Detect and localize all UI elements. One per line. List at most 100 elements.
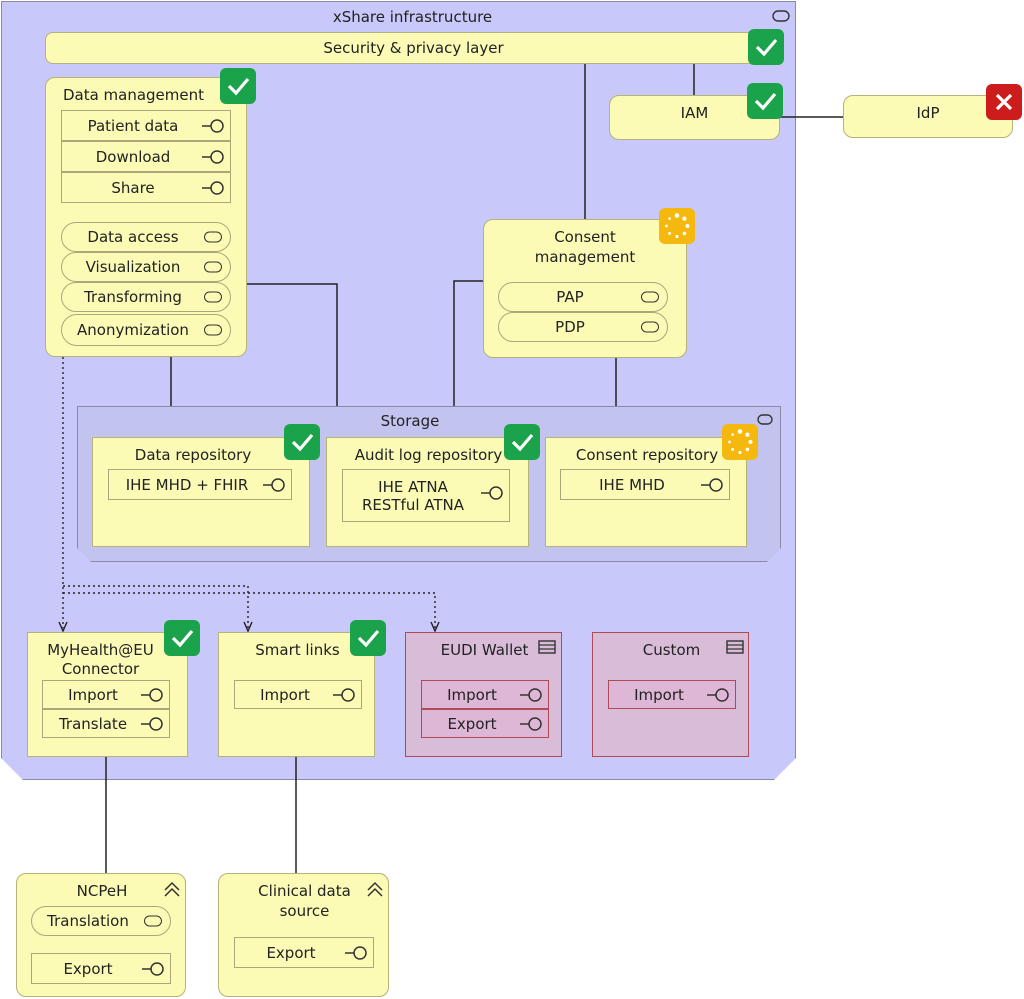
interface-icon [202,149,224,164]
data-object-icon [538,640,556,654]
service-visualization[interactable]: Visualization [61,252,231,282]
interface-export[interactable]: Export [234,937,374,968]
interface-label: IHE MHD [599,475,665,494]
interface-label: Export [266,943,316,962]
clinical-data-source-box[interactable]: Clinical data source [218,873,389,997]
consent-repo-status-spinner-icon [722,424,758,460]
myhealth-status-check-icon [164,620,200,656]
interface-icon [202,180,224,195]
service-icon [641,291,659,303]
idp-box[interactable]: IdP [843,95,1013,138]
security-label: Security & privacy layer [323,39,504,57]
service-label: Translation [47,912,129,930]
interface-label: Patient data [87,116,179,135]
interface-icon [345,945,367,960]
security-privacy-layer[interactable]: Security & privacy layer [45,32,782,64]
interface-label: Share [111,178,155,197]
consent-repo-title: Consent repository [575,446,719,464]
data-repo-status-check-icon [284,424,320,460]
custom-title: Custom [642,641,701,659]
audit-repo-title: Audit log repository [354,446,503,464]
interface-icon [481,486,503,500]
interface-label: Import [634,685,684,704]
service-icon [641,321,659,333]
service-icon [204,231,222,243]
interface-import[interactable]: Import [234,680,362,709]
service-label: Anonymization [77,321,189,339]
interface-icon [141,687,163,702]
consent-title-line1: Consent [554,228,616,246]
idp-status-cross-icon [986,84,1022,120]
interface-download[interactable]: Download [61,141,231,172]
audit-repo-status-check-icon [504,424,540,460]
data-management-title: Data management [62,86,205,104]
service-label: Visualization [85,258,181,276]
node-chevron-icon [164,881,180,897]
interface-icon [142,961,164,976]
interface-import[interactable]: Import [421,680,549,709]
infra-title: xShare infrastructure [332,8,493,26]
interface-import[interactable]: Import [42,680,170,709]
interface-label-line1: IHE ATNA [378,477,448,496]
interface-label: Export [63,959,113,978]
interface-icon [520,687,542,702]
data-management-status-check-icon [220,68,256,104]
interface-label: Translate [58,714,128,733]
data-object-icon [726,640,744,654]
interface-label: Export [447,714,497,733]
consent-status-spinner-icon [659,208,695,244]
interface-export[interactable]: Export [31,953,171,984]
service-data-access[interactable]: Data access [61,222,231,252]
interface-translate[interactable]: Translate [42,709,170,738]
interface-label: IHE MHD + FHIR [125,475,249,494]
consent-title-line2: management [534,248,636,266]
storage-cloud-icon [757,414,773,425]
infra-cloud-icon [772,10,790,22]
service-label: Data access [87,228,179,246]
service-transforming[interactable]: Transforming [61,282,231,312]
interface-icon [141,716,163,731]
service-label: Transforming [84,288,182,306]
service-icon [204,261,222,273]
service-translation[interactable]: Translation [31,906,171,936]
service-anonymization[interactable]: Anonymization [61,314,231,346]
service-pap[interactable]: PAP [498,282,668,312]
interface-icon [333,687,355,702]
interface-icon [701,477,723,492]
service-label: PDP [555,318,585,336]
clinical-title-line1: Clinical data [258,882,351,900]
interface-label: Import [260,685,310,704]
interface-label: Download [95,147,171,166]
interface-icon [263,477,285,492]
smartlinks-status-check-icon [350,620,386,656]
interface-export[interactable]: Export [421,709,549,738]
eudi-title: EUDI Wallet [440,641,529,659]
myhealth-title-line1: MyHealth@EU [47,641,154,659]
service-icon [204,324,222,336]
interface-ihe-mhd-fhir[interactable]: IHE MHD + FHIR [108,469,292,500]
data-repo-title: Data repository [134,446,252,464]
smartlinks-title: Smart links [255,641,340,659]
interface-ihe-atna[interactable]: IHE ATNA RESTful ATNA [342,469,510,522]
interface-icon [707,687,729,702]
interface-label: Import [68,685,118,704]
idp-label: IdP [916,104,940,122]
interface-icon [202,118,224,133]
interface-label-line2: RESTful ATNA [361,495,465,514]
interface-share[interactable]: Share [61,172,231,203]
interface-import[interactable]: Import [608,680,736,709]
interface-icon [520,716,542,731]
service-icon [204,291,222,303]
interface-label: Import [447,685,497,704]
storage-title: Storage [380,412,440,430]
interface-patient-data[interactable]: Patient data [61,110,231,141]
node-chevron-icon [367,881,383,897]
service-pdp[interactable]: PDP [498,312,668,342]
ncpeh-title: NCPeH [76,882,128,900]
interface-ihe-mhd[interactable]: IHE MHD [560,469,730,500]
security-status-check-icon [748,29,784,65]
clinical-title-line2: source [279,902,330,920]
myhealth-title-line2: Connector [61,660,140,678]
service-icon [144,915,162,927]
iam-label: IAM [680,104,709,122]
